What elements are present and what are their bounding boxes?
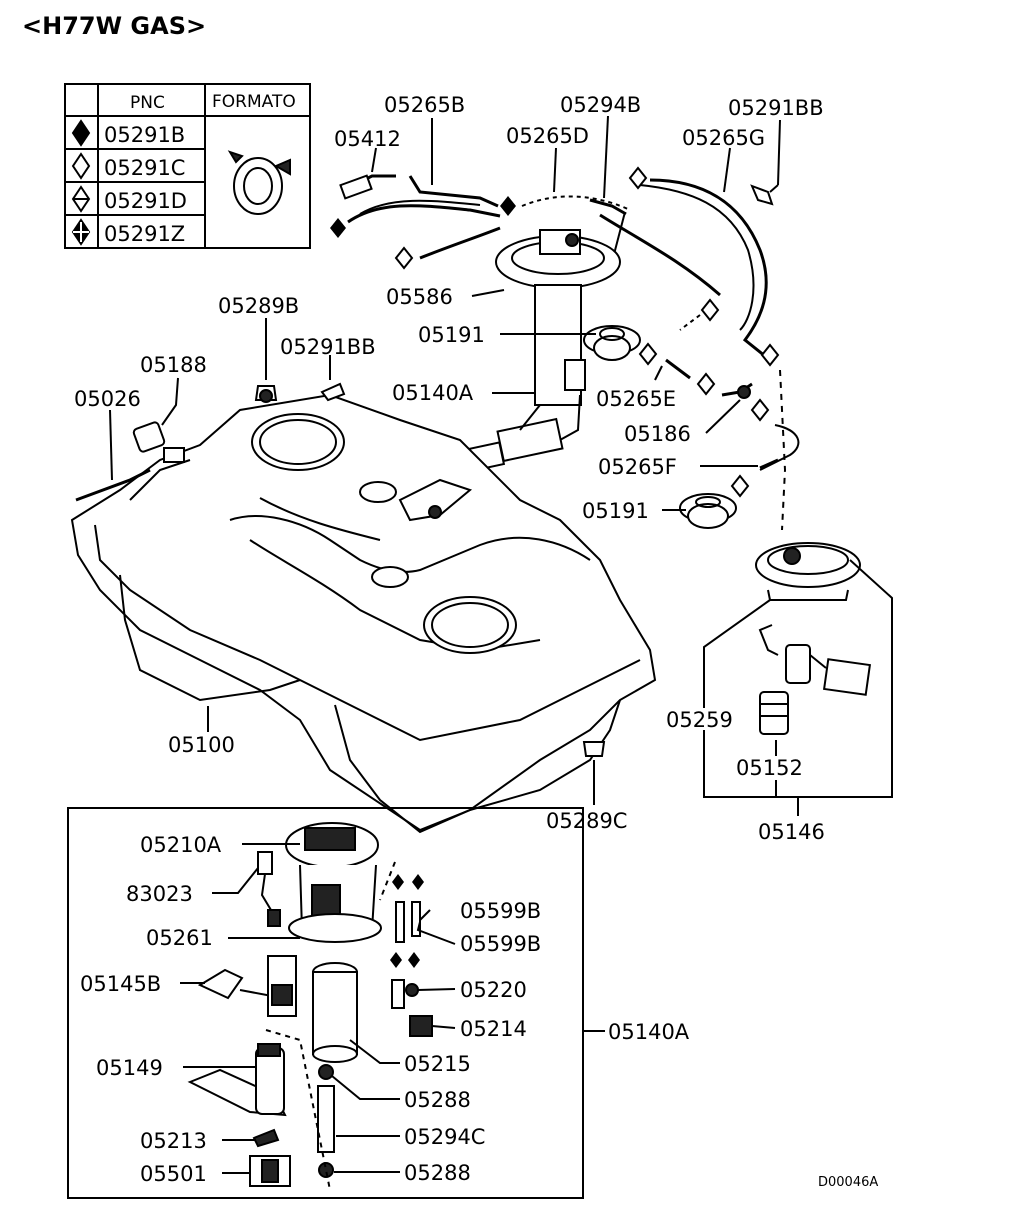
label-05026: 05026	[74, 387, 141, 411]
label-05259: 05259	[666, 708, 733, 732]
sub-tank-pump-assembly	[703, 542, 893, 816]
label-05140A-bottom: 05140A	[608, 1020, 690, 1044]
label-05288-2: 05288	[404, 1161, 471, 1185]
label-05146: 05146	[758, 820, 825, 844]
fuel-cap-gasket-mid	[679, 493, 737, 529]
label-05100: 05100	[168, 733, 235, 757]
label-05145B: 05145B	[80, 972, 161, 996]
label-05220: 05220	[460, 978, 527, 1002]
fuel-cap-gasket-top	[583, 325, 641, 361]
small-hose-parts	[638, 342, 800, 498]
legend-table: PNC FORMATO 05291B 05291C 05291D 05291Z	[64, 83, 311, 249]
legend-header-pnc: PNC	[130, 93, 165, 113]
label-05265B: 05265B	[384, 93, 465, 117]
label-05215: 05215	[404, 1052, 471, 1076]
diamond-open-icon	[71, 152, 91, 180]
label-05186: 05186	[624, 422, 691, 446]
legend-pnc-4: 05291Z	[104, 222, 185, 246]
label-05265D: 05265D	[506, 124, 589, 148]
label-83023: 83023	[126, 882, 193, 906]
label-05265E: 05265E	[596, 387, 676, 411]
label-05261: 05261	[146, 926, 213, 950]
fuel-tank	[70, 382, 657, 834]
label-05191-mid: 05191	[582, 499, 649, 523]
legend-pnc-1: 05291B	[104, 123, 185, 147]
label-05265F: 05265F	[598, 455, 677, 479]
diamond-filled-icon	[71, 119, 91, 147]
pump-breakdown-box	[67, 807, 584, 1199]
label-05291BB-top: 05291BB	[728, 96, 824, 120]
diagram-title: <H77W GAS>	[22, 12, 206, 40]
label-05213: 05213	[140, 1129, 207, 1153]
label-05149: 05149	[96, 1056, 163, 1080]
label-05289B: 05289B	[218, 294, 299, 318]
label-05289C: 05289C	[546, 809, 627, 833]
hose-clamp-icon	[227, 150, 291, 215]
label-05191-top: 05191	[418, 323, 485, 347]
label-05294C: 05294C	[404, 1125, 485, 1149]
label-05140A-top: 05140A	[392, 381, 474, 405]
legend-pnc-2: 05291C	[104, 156, 185, 180]
legend-header-format: FORMATO	[212, 92, 296, 112]
label-05214: 05214	[460, 1017, 527, 1041]
legend-pnc-3: 05291D	[104, 189, 187, 213]
label-05188: 05188	[140, 353, 207, 377]
label-05586: 05586	[386, 285, 453, 309]
label-05412: 05412	[334, 127, 401, 151]
label-05265G: 05265G	[682, 126, 765, 150]
label-05210A: 05210A	[140, 833, 222, 857]
label-05599B-2: 05599B	[460, 932, 541, 956]
leader-lines	[109, 115, 758, 1174]
label-05288-1: 05288	[404, 1088, 471, 1112]
label-05294B: 05294B	[560, 93, 641, 117]
label-05152: 05152	[736, 756, 803, 780]
hose-assembly	[330, 119, 781, 367]
part-labels: 05265B 05294B 05291BB 05412 05265D 05265…	[74, 93, 825, 1186]
label-05501: 05501	[140, 1162, 207, 1186]
label-05599B-1: 05599B	[460, 899, 541, 923]
drawing-code: D00046A	[818, 1175, 878, 1190]
label-05291BB-mid: 05291BB	[280, 335, 376, 359]
